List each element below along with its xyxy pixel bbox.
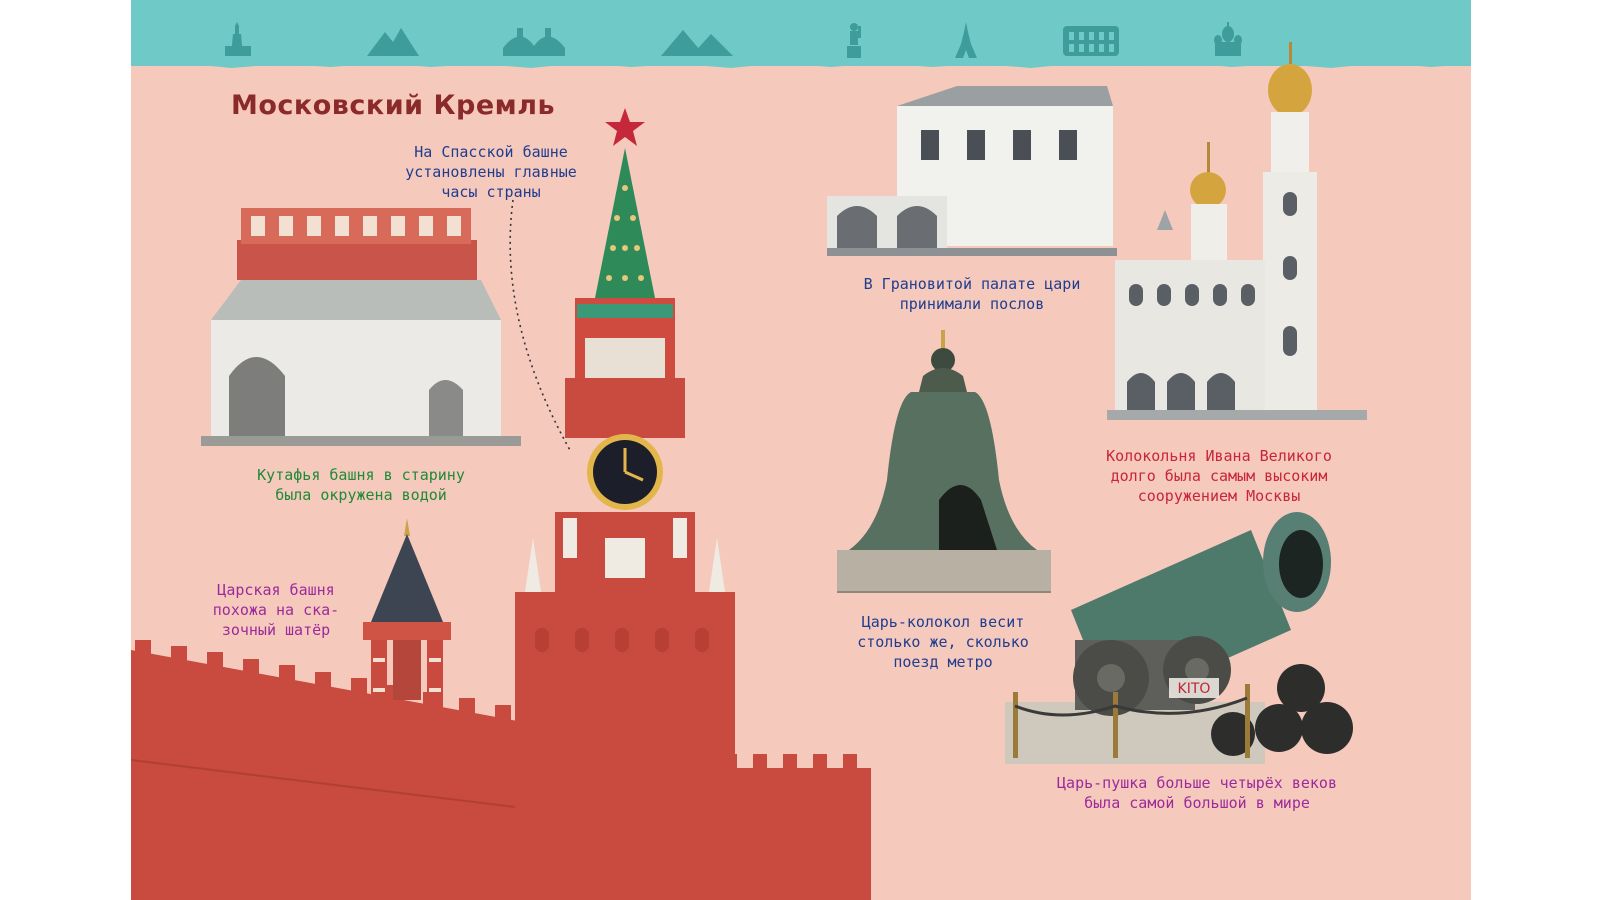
ivan-the-great-bell-tower-image	[1107, 42, 1367, 420]
header-band	[131, 0, 1471, 66]
tsarskaya-tower-image	[363, 518, 451, 740]
mountain-icon	[367, 28, 419, 56]
kremlin-icon	[225, 22, 251, 56]
kremlin-wall-image	[131, 640, 871, 900]
eiffel-tower-icon	[955, 22, 977, 58]
clock-pointer-line	[509, 199, 572, 453]
cathedral-icon	[1214, 22, 1242, 56]
book-spread: Московский Кремль Кутафья башня в старин…	[131, 0, 1471, 900]
tsar-bell-image	[837, 330, 1051, 593]
page-title: Московский Кремль	[231, 90, 556, 121]
watermark-text: KITO	[1178, 681, 1211, 697]
spasskaya-tower-image	[515, 108, 735, 900]
statue-icon	[847, 23, 861, 58]
band-torn-edge	[131, 58, 1471, 68]
tsar-cannon-image: KITO	[1005, 512, 1353, 764]
colosseum-icon	[1063, 26, 1119, 56]
kutafya-tower-image	[201, 208, 521, 446]
granovitaya-palace-image	[827, 86, 1117, 256]
pyramid-icon	[661, 30, 733, 56]
bridge-icon	[503, 28, 565, 56]
